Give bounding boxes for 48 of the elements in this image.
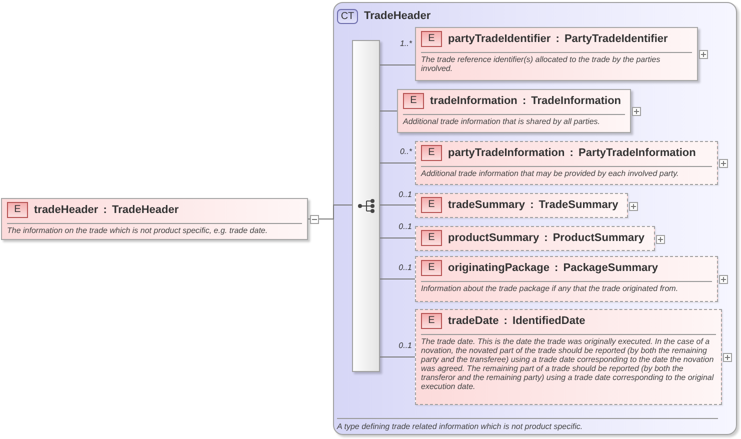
element-badge: E xyxy=(421,197,442,213)
type-name: TradeHeader xyxy=(364,10,431,22)
element-box xyxy=(415,309,722,405)
element-name: productSummary : ProductSummary xyxy=(448,232,645,244)
type-badge: CT xyxy=(337,8,358,24)
connector-line xyxy=(380,64,416,66)
element-box xyxy=(415,226,655,251)
multiplicity-label: 0..1 xyxy=(398,263,412,273)
multiplicity-label: 0..* xyxy=(400,147,412,157)
type-description: A type defining trade related information which is not product specific. xyxy=(337,418,718,431)
element-box xyxy=(415,141,718,185)
element-badge: E xyxy=(421,145,442,161)
connector-line xyxy=(380,110,398,112)
element-description: Information about the trade package if any that the trade originated from. xyxy=(421,281,712,293)
element-box xyxy=(1,198,308,240)
element-badge: E xyxy=(421,230,442,246)
element-badge: E xyxy=(7,202,28,218)
connector-line xyxy=(308,204,352,220)
multiplicity-label: 1..* xyxy=(400,39,412,49)
element-name: tradeHeader : TradeHeader xyxy=(34,204,179,216)
multiplicity-label: 0..1 xyxy=(398,222,412,232)
element-box xyxy=(415,193,628,218)
connector-line xyxy=(380,204,416,206)
connector-line xyxy=(380,278,416,280)
element-description: Additional trade information that may be provided by each involved party. xyxy=(421,166,712,178)
multiplicity-label: 0..1 xyxy=(398,341,412,351)
element-box xyxy=(415,27,698,81)
element-description: The trade reference identifier(s) allocated to the trade by the parties involved. xyxy=(421,52,692,73)
connector-line xyxy=(380,162,416,164)
complex-type-panel xyxy=(333,2,737,435)
element-description: Additional trade information that is shared by all parties. xyxy=(403,114,625,126)
sequence-bar xyxy=(352,40,380,372)
element-name: originatingPackage : PackageSummary xyxy=(448,262,658,274)
element-badge: E xyxy=(421,260,442,276)
element-badge: E xyxy=(403,93,424,109)
connector-line xyxy=(380,356,416,358)
multiplicity-label: 0..1 xyxy=(398,190,412,200)
element-badge: E xyxy=(421,313,442,329)
element-badge: E xyxy=(421,31,442,47)
element-box xyxy=(397,89,631,133)
element-description: The information on the trade which is not product specific, e.g. trade date. xyxy=(7,223,302,235)
element-name: partyTradeInformation : PartyTradeInformation xyxy=(448,147,696,159)
element-name: tradeInformation : TradeInformation xyxy=(430,95,622,107)
element-description: The trade date. This is the date the trade was originally executed. In the case of a novation, the novated part of the trade should be reported (by both the remaining party and the transferee) using a trade date corresponding to the date the novation was agreed. The remaining part of a trade should be reported (by both the transferor and the remaining party) using a trade date corresponding to the original execution date. xyxy=(421,334,716,391)
element-name: partyTradeIdentifier : PartyTradeIdentifier xyxy=(448,33,668,45)
element-name: tradeDate : IdentifiedDate xyxy=(448,315,586,327)
element-name: tradeSummary : TradeSummary xyxy=(448,199,618,211)
element-box xyxy=(415,256,718,302)
